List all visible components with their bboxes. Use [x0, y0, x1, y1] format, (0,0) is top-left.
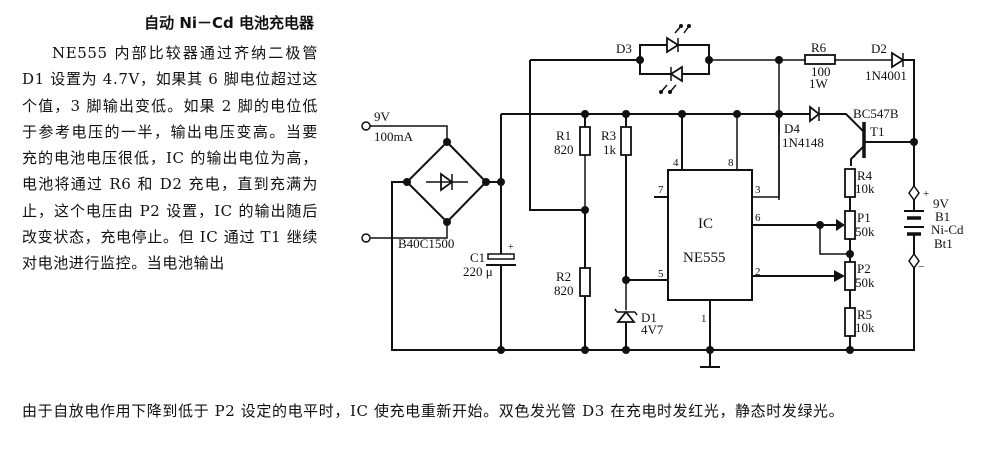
ic-value: NE555 [683, 250, 726, 266]
pin-5-label: 5 [658, 268, 664, 280]
bridge-rectifier [403, 138, 490, 226]
svg-text:+: + [508, 242, 514, 253]
diode-d2 [891, 51, 915, 142]
diode-d4 [779, 105, 865, 133]
resistor-r5 [844, 307, 856, 337]
input-voltage-label: 9V [374, 109, 391, 124]
resistor-r4 [844, 168, 856, 198]
resistor-r2 [579, 267, 591, 297]
r5-name: R5 [857, 307, 872, 322]
bridge-diode-icon [426, 172, 468, 192]
pin-8-label: 8 [728, 157, 734, 169]
p2-wiper-arrow-icon [834, 270, 845, 282]
d2-value: 1N4001 [865, 68, 907, 83]
description-continued: 由于自放电作用下降到低于 P2 设定的电平时，IC 使充电重新开始。双色发光管 … [22, 402, 845, 420]
battery-cells: Bt1 [934, 236, 953, 251]
resistor-r3 [620, 126, 632, 156]
zener-diode-d1 [614, 280, 638, 350]
battery-plus-label: + [923, 188, 929, 200]
pin-2-label: 2 [755, 266, 761, 278]
r2-value: 820 [554, 283, 574, 298]
pin-6-label: 6 [755, 212, 761, 224]
pin-7-label: 7 [658, 184, 664, 196]
d1-name: D1 [641, 310, 657, 325]
r6-name: R6 [811, 40, 827, 55]
battery-name: B1 [935, 209, 950, 224]
led-d3-bicolor [636, 24, 713, 94]
p2-value: 50k [855, 275, 875, 290]
p1-name: P1 [857, 210, 871, 225]
d1-value: 4V7 [641, 322, 664, 337]
p2-name: P2 [857, 261, 871, 276]
input-terminal-bottom [361, 222, 448, 243]
transistor-t1 [850, 122, 914, 166]
r3-name: R3 [601, 128, 616, 143]
r2-name: R2 [556, 269, 571, 284]
battery-type: Ni-Cd [931, 222, 964, 237]
input-terminal-top [361, 121, 448, 142]
ground-symbol-icon [700, 350, 720, 368]
d3-name: D3 [616, 41, 632, 56]
d4-value: 1N4148 [782, 135, 824, 150]
description-text: NE555 内部比较器通过齐纳二极管 D1 设置为 4.7V，如果其 6 脚电位… [22, 44, 318, 273]
input-current-label: 100mA [374, 129, 414, 144]
pin-3-label: 3 [755, 184, 761, 196]
d2-name: D2 [871, 41, 887, 56]
resistor-r1 [579, 126, 591, 156]
ic-ne555 [667, 169, 753, 301]
t1-name: T1 [870, 124, 884, 139]
c1-name: C1 [470, 250, 485, 265]
t1-value: BC547B [853, 106, 899, 121]
r1-name: R1 [556, 128, 571, 143]
article-title: 自动 Ni－Cd 电池充电器 [144, 14, 314, 32]
bridge-label: B40C1500 [398, 236, 454, 251]
capacitor-c1: + [486, 242, 516, 350]
p1-value: 50k [855, 224, 875, 239]
r6-value: 100 [811, 64, 831, 79]
r3-value: 1k [603, 142, 617, 157]
c1-value: 220 μ [463, 264, 493, 279]
battery-b1 [850, 184, 924, 351]
potentiometer-p2[interactable] [844, 261, 856, 291]
d4-name: D4 [784, 121, 800, 136]
r6-power: 1W [809, 76, 829, 91]
r4-name: R4 [857, 168, 873, 183]
pin-4-label: 4 [673, 157, 679, 169]
r1-value: 820 [554, 142, 574, 157]
r5-value: 10k [855, 320, 875, 335]
p1-wiper-arrow-icon [836, 219, 845, 231]
battery-voltage: 9V [933, 196, 950, 211]
resistor-r6 [804, 54, 836, 65]
r4-value: 10k [855, 181, 875, 196]
battery-minus-label: − [918, 261, 924, 273]
wire-d3-to-divider [529, 60, 585, 211]
potentiometer-p1[interactable] [844, 210, 856, 240]
pin-1-label: 1 [701, 313, 707, 325]
light-emission-icon [659, 24, 691, 94]
ic-name: IC [698, 216, 713, 232]
wire-ground-return [391, 181, 501, 351]
